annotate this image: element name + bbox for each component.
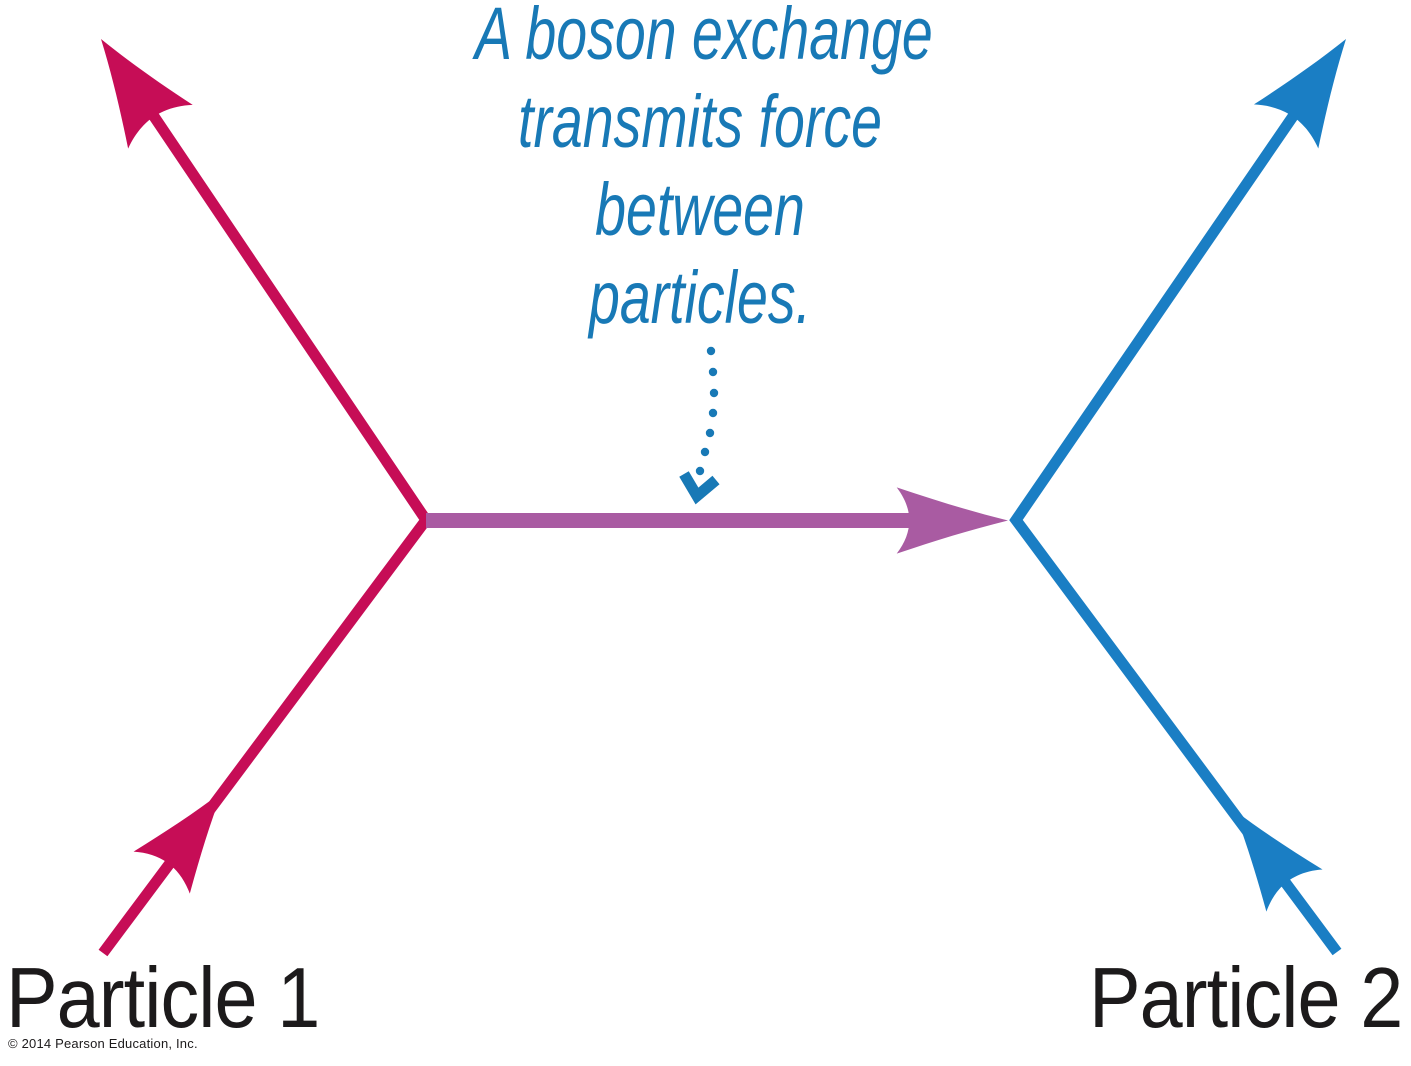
caption-line-2: transmits force [518,80,882,163]
particle1-incoming-arrowhead-icon [133,770,251,894]
caption-line-1: A boson exchange [475,0,933,75]
copyright-notice: © 2014 Pearson Education, Inc. [8,1036,198,1051]
dotted-arrow-dot [700,447,710,457]
boson-arrowhead-icon [896,487,1008,554]
dotted-arrow-dot [708,367,718,377]
dotted-arrow-dot [706,346,716,356]
particle2-worldline [1009,16,1379,956]
dotted-arrow-chevron-icon [679,471,720,505]
dotted-arrow-dot [705,428,715,438]
particle1-outgoing-arrowhead-icon [68,17,193,149]
particle2-outgoing-arrowhead-icon [1253,16,1379,149]
caption-text: A boson exchange transmits force between… [475,0,933,342]
dotted-arrow-dot [709,388,719,398]
particle2-label: Particle 2 [1088,951,1403,1046]
particle1-worldline [68,17,433,957]
caption-line-3: between [595,168,805,251]
particle1-line [98,105,433,957]
dotted-arrow-dot [695,466,705,476]
dotted-arrow-dot [708,408,718,418]
particle1-label: Particle 1 [6,951,320,1046]
boson-exchange-line [426,487,1008,554]
particle2-line [1009,105,1342,956]
caption-line-4: particles. [588,256,812,339]
annotation-dotted-arrow [679,346,720,505]
